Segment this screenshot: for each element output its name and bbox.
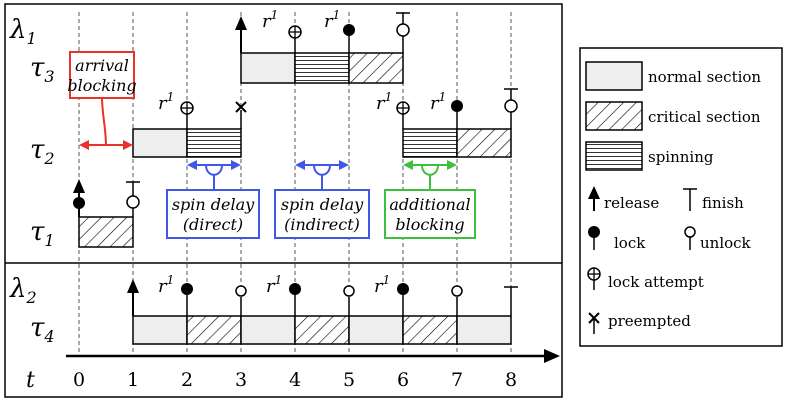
additional-line1: additional bbox=[389, 195, 470, 214]
unlock-icon bbox=[451, 285, 463, 316]
arrival-blocking-annotation: arrival blocking bbox=[67, 51, 137, 150]
additional-line2: blocking bbox=[395, 215, 464, 234]
tick-label: 1 bbox=[127, 369, 139, 391]
tick-label: 7 bbox=[451, 369, 463, 391]
spin-indirect-line2: (indirect) bbox=[284, 215, 360, 234]
release-icon bbox=[235, 16, 247, 53]
spin-delay-indirect-annotation: spin delay (indirect) bbox=[274, 160, 370, 239]
arrival-line2: blocking bbox=[67, 76, 136, 95]
unlock-icon bbox=[504, 99, 518, 129]
lock-icon bbox=[343, 24, 355, 53]
finish-icon bbox=[504, 286, 518, 316]
spin-direct-line2: (direct) bbox=[183, 215, 243, 234]
arrival-line1: arrival bbox=[75, 56, 129, 75]
legend-preempted-label: preempted bbox=[608, 312, 691, 330]
tick-label: 6 bbox=[397, 369, 409, 391]
legend-lock-label: lock bbox=[614, 234, 646, 252]
tick-label: 2 bbox=[181, 369, 193, 391]
legend-critical-label: critical section bbox=[648, 108, 761, 126]
spin-direct-line1: spin delay bbox=[172, 195, 255, 214]
legend-lock-attempt-label: lock attempt bbox=[608, 273, 704, 291]
lock-attempt-icon bbox=[587, 267, 601, 290]
lock-icon bbox=[588, 226, 600, 250]
spin-indirect-line1: spin delay bbox=[281, 195, 364, 214]
processor-label-1: λ1 bbox=[9, 15, 37, 48]
unlock-icon bbox=[396, 23, 410, 53]
lock-icon bbox=[289, 283, 301, 316]
lock-icon bbox=[397, 283, 409, 316]
unlock-icon bbox=[235, 285, 247, 316]
tau3-schedule bbox=[240, 52, 404, 84]
resource-label: r1 bbox=[266, 273, 282, 297]
legend-release-label: release bbox=[604, 194, 659, 212]
finish-icon bbox=[396, 12, 410, 24]
release-icon bbox=[588, 186, 600, 211]
time-axis-label: t bbox=[26, 368, 35, 393]
lock-attempt-icon bbox=[288, 25, 302, 53]
legend-normal-swatch bbox=[585, 61, 643, 91]
spin-delay-direct-annotation: spin delay (direct) bbox=[166, 160, 260, 239]
lock-icon bbox=[451, 100, 463, 129]
resource-label: r1 bbox=[430, 90, 446, 114]
resource-label: r1 bbox=[324, 8, 340, 32]
tick-label: 0 bbox=[73, 369, 85, 391]
legend-critical-swatch bbox=[585, 101, 643, 131]
legend-panel bbox=[579, 47, 783, 347]
finish-icon bbox=[504, 88, 518, 100]
time-axis bbox=[66, 349, 560, 363]
lock-attempt-icon bbox=[180, 101, 194, 129]
tau2-schedule bbox=[132, 128, 512, 158]
tick-label: 5 bbox=[343, 369, 355, 391]
resource-label: r1 bbox=[262, 8, 278, 32]
lock-attempt-icon bbox=[396, 101, 410, 129]
main-panel bbox=[4, 3, 563, 398]
unlock-icon bbox=[126, 181, 140, 217]
preempted-icon bbox=[235, 101, 247, 129]
tau1-schedule bbox=[78, 216, 134, 248]
additional-blocking-annotation: additional blocking bbox=[384, 160, 476, 239]
task-label-3: τ3 bbox=[30, 53, 55, 86]
unlock-icon bbox=[684, 226, 696, 250]
legend-spinning-swatch bbox=[585, 141, 643, 171]
legend-finish-label: finish bbox=[702, 194, 744, 212]
resource-label: r1 bbox=[376, 90, 392, 114]
tick-label: 3 bbox=[235, 369, 247, 391]
resource-label: r1 bbox=[158, 90, 174, 114]
release-icon bbox=[127, 279, 139, 316]
legend-unlock-label: unlock bbox=[700, 234, 752, 252]
tau4-schedule bbox=[132, 315, 512, 345]
preempted-icon bbox=[588, 312, 600, 334]
legend-spinning-label: spinning bbox=[648, 148, 714, 166]
tick-label: 4 bbox=[289, 369, 301, 391]
task-label-4: τ4 bbox=[30, 313, 55, 346]
task-label-2: τ2 bbox=[30, 135, 55, 168]
tick-label: 8 bbox=[505, 369, 517, 391]
unlock-icon bbox=[343, 285, 355, 316]
finish-icon bbox=[683, 188, 697, 211]
processor-label-2: λ2 bbox=[9, 274, 37, 307]
lock-icon bbox=[73, 197, 85, 209]
lock-icon bbox=[181, 283, 193, 316]
resource-label: r1 bbox=[158, 273, 174, 297]
legend: normal section critical section spinning… bbox=[585, 61, 761, 334]
task-label-1: τ1 bbox=[30, 217, 55, 250]
time-axis-ticks: 0 1 2 3 4 5 6 7 8 bbox=[73, 369, 517, 391]
legend-normal-label: normal section bbox=[648, 68, 761, 86]
resource-label: r1 bbox=[374, 273, 390, 297]
